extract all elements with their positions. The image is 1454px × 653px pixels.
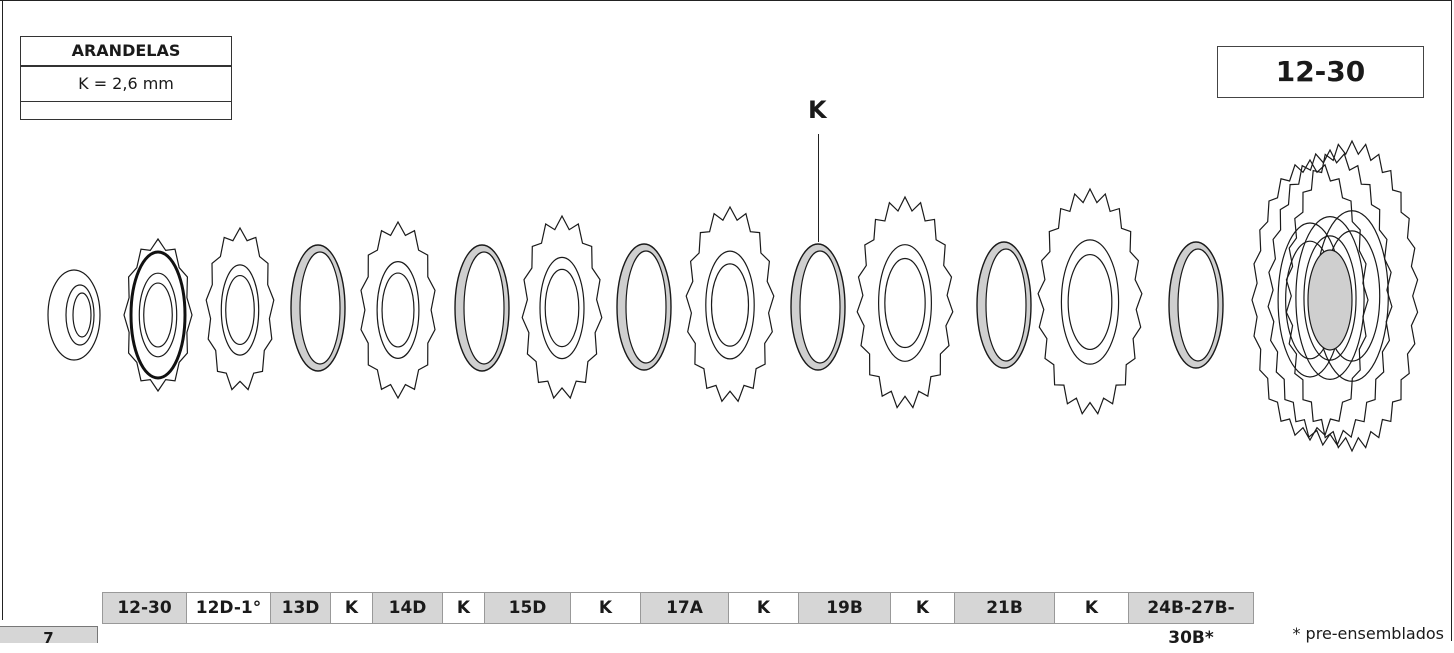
sequence-cell: 21B [955,593,1055,623]
sequence-cell: K [571,593,641,623]
sequence-cell: 13D [271,593,331,623]
washer-k-3 [616,243,672,371]
sprocket-12d [123,237,193,393]
sprocket-17a [685,205,775,403]
washer-k-2 [454,244,510,372]
washer-k-6 [1168,241,1224,369]
sequence-cell: 24B-27B-30B* [1129,593,1253,648]
washers-table-value: K = 2,6 mm [21,67,231,102]
sprocket-14d [360,220,436,400]
washers-table: ARANDELAS K = 2,6 mm [20,36,232,120]
footnote: * pre-ensemblados [1292,624,1444,643]
washer-callout-label: K [808,96,827,124]
sprocket-13d [205,226,275,391]
sequence-cell: K [1055,593,1129,623]
washer-k-1 [290,244,346,372]
lockring-splines [72,292,92,338]
sequence-cell: K [331,593,373,623]
exploded-cassette-diagram [47,139,1419,453]
sprocket-12d-spacer-ring [129,250,187,380]
sequence-cell: K [729,593,799,623]
washer-k-5 [976,241,1032,369]
sequence-cell: 19B [799,593,891,623]
sequence-cell: K [443,593,485,623]
washers-table-title: ARANDELAS [21,37,231,67]
cassette-range-box: 12-30 [1217,46,1424,98]
sequence-cell: 12D-1° [187,593,271,623]
page-frame-left-edge [2,0,3,620]
cluster-carrier-hub [1307,249,1353,351]
sequence-cell: 14D [373,593,443,623]
sprocket-21b [1037,187,1143,415]
washer-callout-leader-line [818,134,819,242]
sequence-cell: 15D [485,593,571,623]
washer-k-4 [790,243,846,371]
page-number-tab: 7 [0,626,98,647]
sprocket-19b [856,195,954,409]
sequence-cell: 17A [641,593,729,623]
sprocket-15d [521,214,603,400]
sequence-cell: 12-30 [103,593,187,623]
sequence-cell: K [891,593,955,623]
